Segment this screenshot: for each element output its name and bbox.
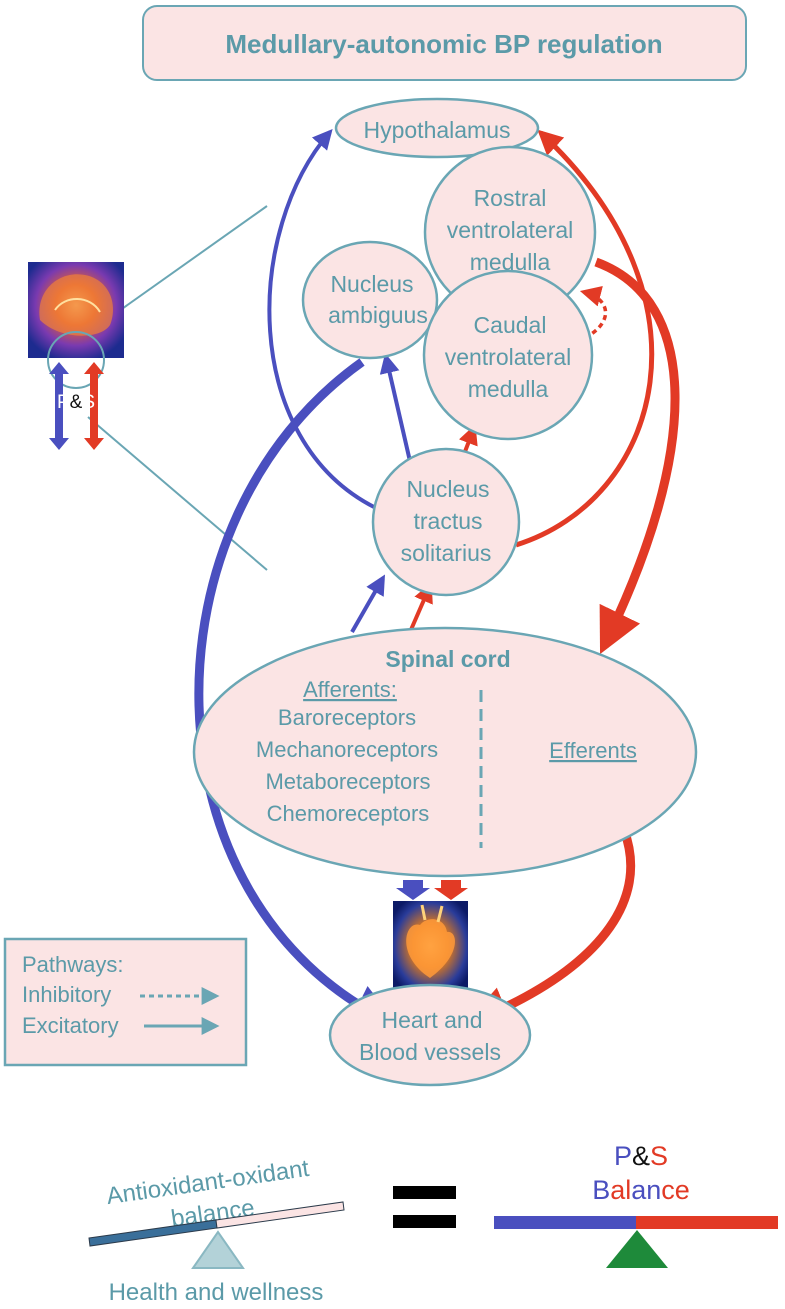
pathway-efferents-to-heart: [463, 828, 636, 1030]
spinal-cord-title: Spinal cord: [385, 646, 510, 672]
afferent-chemoreceptors: Chemoreceptors: [267, 801, 430, 826]
rvlm-line-2: ventrolateral: [447, 217, 574, 243]
node-heart-and-blood-vessels: Heart and Blood vessels: [328, 983, 532, 1087]
brain-ps-arrows: P&S: [49, 362, 104, 450]
heart-image: [393, 901, 468, 991]
pathway-cvlm-inhibits-rvlm: [567, 286, 608, 347]
nts-line-3: solitarius: [401, 540, 492, 566]
pathway-spinal-to-nts: [350, 574, 385, 633]
blue-double-arrow-icon: [49, 362, 69, 450]
cvlm-line-3: medulla: [468, 376, 549, 402]
heart-line-1: Heart and: [381, 1007, 482, 1033]
brain-connector-lower: [87, 416, 268, 571]
brainstem-highlight-icon: [47, 331, 105, 389]
legend-title: Pathways:: [22, 952, 124, 977]
nucleus-ambiguus-line-2: ambiguus: [328, 302, 428, 328]
red-double-arrow-icon: [84, 362, 104, 450]
ps-beam-red: [636, 1216, 778, 1229]
brain-icon: [28, 262, 124, 389]
node-spinal-cord: Spinal cord Afferents: Baroreceptors Mec…: [192, 626, 698, 878]
pathway-nts-to-nucleus-ambiguus: [379, 353, 414, 471]
node-nucleus-ambiguus: Nucleus ambiguus: [301, 240, 439, 360]
antioxidant-beam-left: [88, 1219, 218, 1247]
rvlm-line-1: Rostral: [474, 185, 547, 211]
afferent-mechanoreceptors: Mechanoreceptors: [256, 737, 438, 762]
nucleus-ambiguus-line-1: Nucleus: [330, 271, 413, 297]
legend-excitatory-label: Excitatory: [22, 1013, 119, 1038]
pathway-nucleus-ambiguus-to-heart: [194, 358, 399, 1027]
afferent-baroreceptors: Baroreceptors: [278, 705, 416, 730]
ps-balance: P&S Balance: [494, 1141, 778, 1268]
nts-line-2: tractus: [413, 508, 482, 534]
ps-beam-blue: [494, 1216, 636, 1229]
page-title: Medullary-autonomic BP regulation: [225, 29, 662, 59]
nts-line-1: Nucleus: [406, 476, 489, 502]
node-hypothalamus: Hypothalamus: [334, 97, 540, 159]
node-nucleus-tractus-solitarius: Nucleus tractus solitarius: [371, 447, 521, 597]
afferent-metaboreceptors: Metaboreceptors: [265, 769, 430, 794]
antioxidant-fulcrum-icon: [191, 1230, 245, 1269]
blue-arrow-to-heart-image: [396, 880, 430, 900]
afferents-label: Afferents:: [303, 677, 397, 702]
antioxidant-beam-right: [215, 1201, 345, 1229]
legend-inhibitory-label: Inhibitory: [22, 982, 111, 1007]
pathway-nts-to-hypothalamus: [267, 128, 377, 510]
ps-balance-word: Balance: [592, 1175, 690, 1205]
heart-line-2: Blood vessels: [359, 1039, 501, 1065]
red-arrow-to-heart-image: [434, 880, 468, 900]
title-box: Medullary-autonomic BP regulation: [142, 5, 747, 81]
pathway-nts-to-hypothalamus-red: [515, 129, 655, 548]
pathway-rvlm-to-spinal: [594, 257, 680, 655]
cvlm-line-1: Caudal: [474, 312, 547, 338]
ps-balance-top: P&S: [614, 1141, 668, 1171]
equals-sign: [393, 1186, 456, 1228]
pathways-legend: Pathways: Inhibitory Excitatory: [3, 937, 248, 1067]
antioxidant-balance: Antioxidant-oxidant balance Health and w…: [88, 1155, 345, 1306]
cvlm-line-2: ventrolateral: [445, 344, 572, 370]
ps-fulcrum-icon: [606, 1230, 668, 1268]
efferents-label: Efferents: [549, 738, 637, 763]
node-rostral-ventrolateral-medulla: Rostral ventrolateral medulla: [423, 145, 597, 319]
hypothalamus-label: Hypothalamus: [363, 117, 510, 143]
node-caudal-ventrolateral-medulla: Caudal ventrolateral medulla: [422, 269, 594, 441]
brain-ps-label: P&S: [57, 392, 95, 413]
health-and-wellness: Health and wellness: [109, 1279, 324, 1306]
